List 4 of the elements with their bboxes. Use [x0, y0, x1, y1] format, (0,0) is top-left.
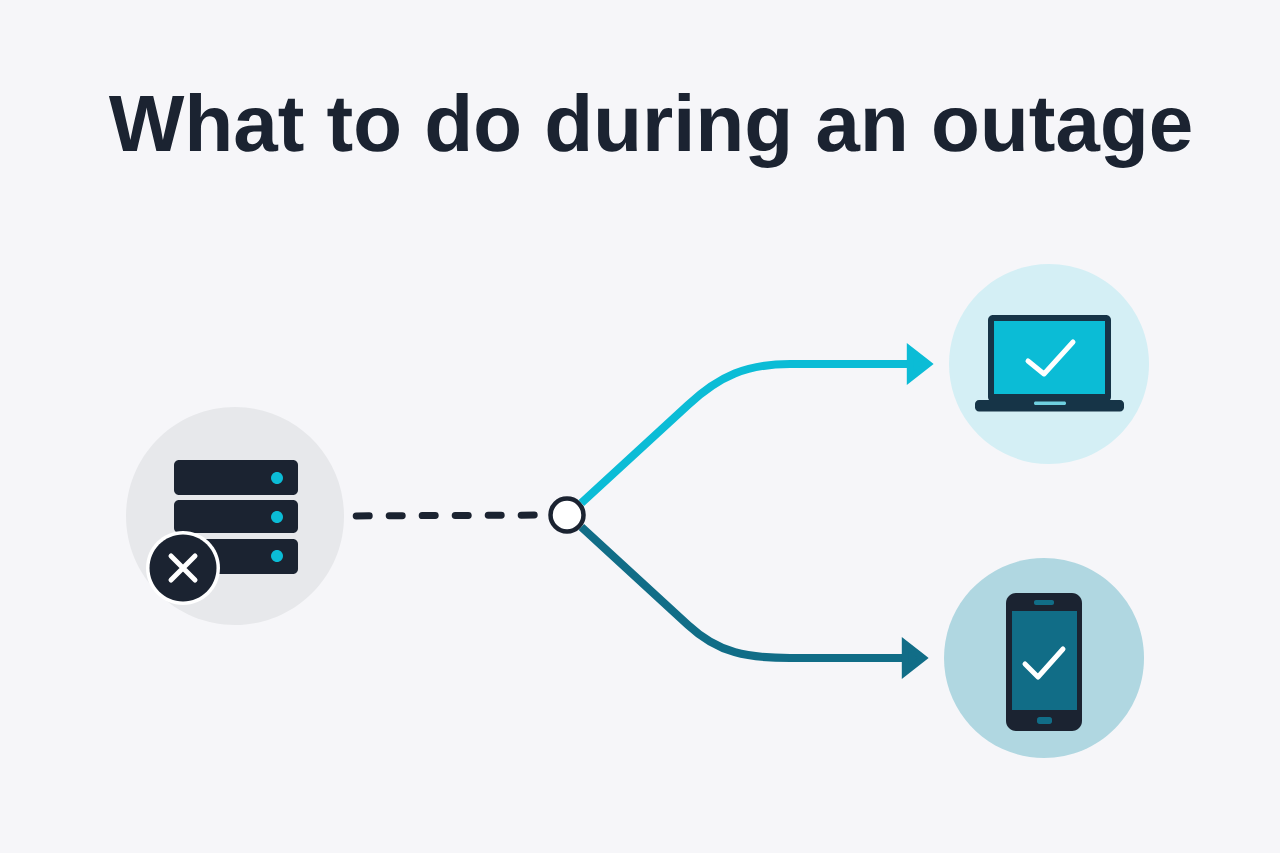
server-icon: [126, 407, 344, 625]
phone-icon: [944, 558, 1144, 758]
laptop-icon: [949, 264, 1149, 464]
title: What to do during an outage: [108, 93, 1191, 168]
